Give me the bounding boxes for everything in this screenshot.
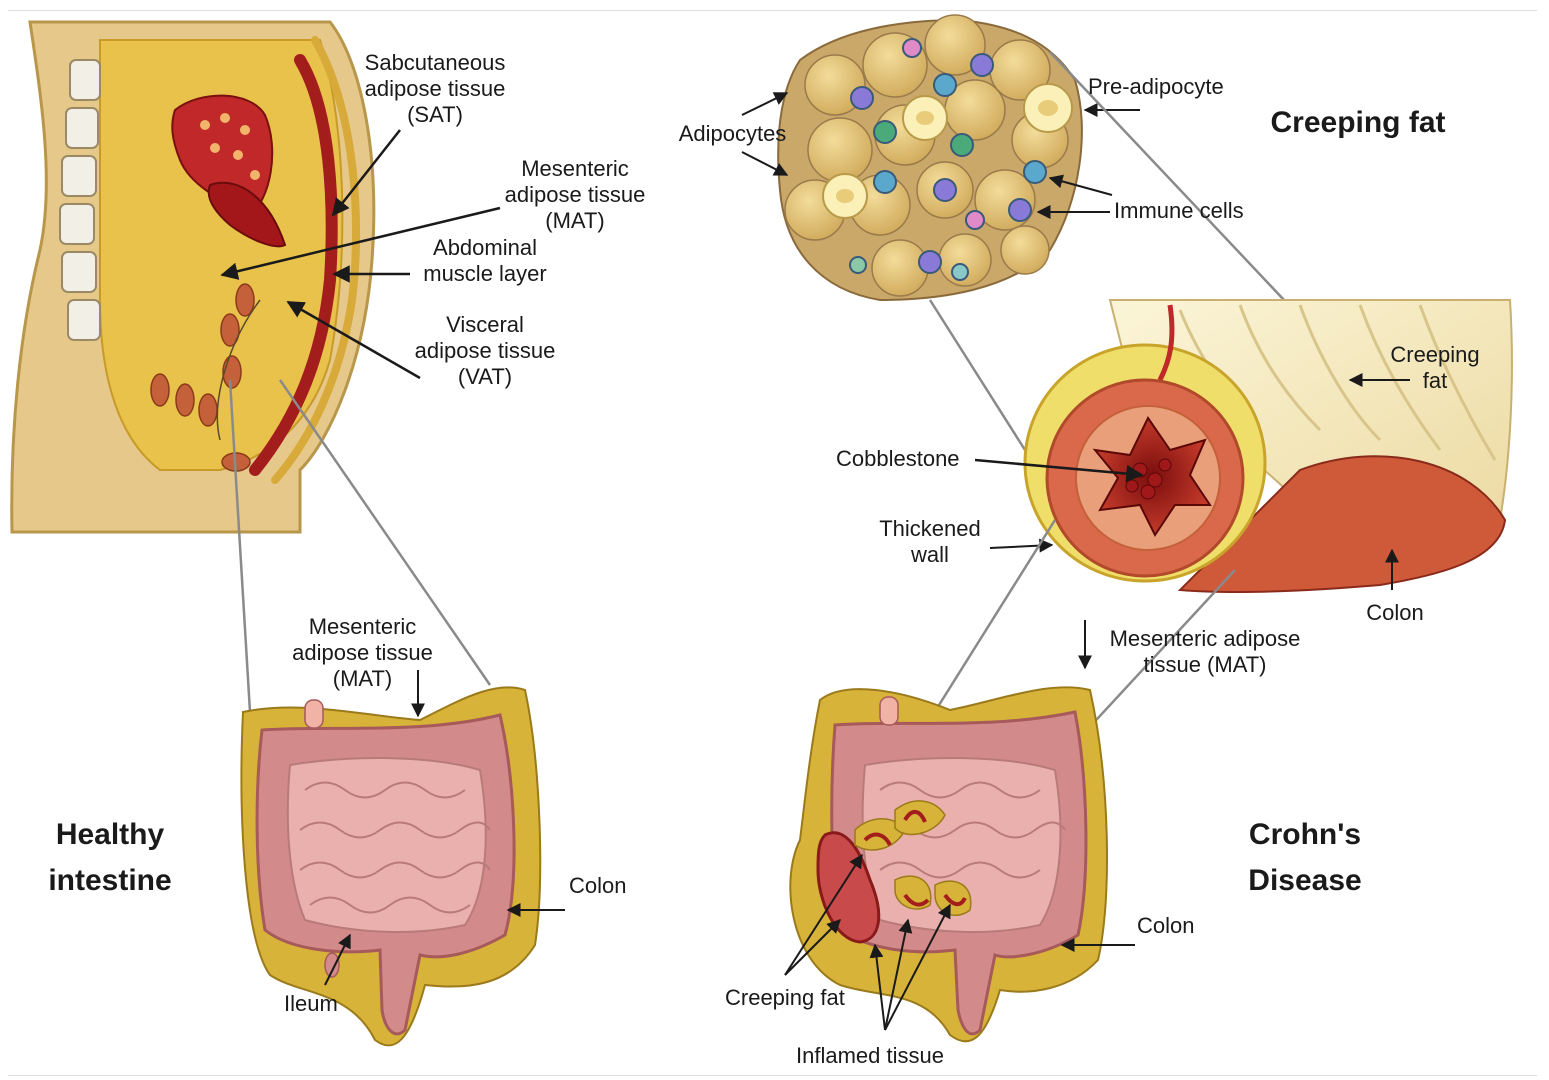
arrow-sat [331,129,401,217]
arrow-thickened-wall [989,538,1054,553]
esophagus-stub [304,699,324,729]
subcutaneous-fat-layer [271,36,361,484]
pre-adipocytes [822,83,1073,219]
zoom-line [278,379,492,686]
label-ileum: Ileum [284,991,338,1016]
top-border [8,10,1537,11]
colon-cross-section [1023,299,1513,594]
appendix [324,952,340,978]
spine-vertebrae [59,59,101,341]
label-inflamed-tissue: Inflamed tissue [796,1043,944,1068]
label-colon-healthy: Colon [569,873,627,898]
title-crohns-disease: Crohn's Disease [1248,818,1362,897]
label-sat: Sabcutaneous adipose tissue (SAT) [364,50,506,127]
arrow-inflamed-3 [884,903,951,1031]
label-thickened-wall: Thickened wall [879,516,981,567]
arrow-creeping-fat-2 [784,919,841,976]
label-immune-cells: Immune cells [1114,198,1244,223]
arrow-inflamed-1 [869,943,886,1031]
healthy-intestine-illustration [240,686,542,1047]
visceral-fat-region [99,39,344,471]
label-muscle: Abdominal muscle layer [423,235,547,286]
label-mat-top: Mesenteric adipose tissue (MAT) [504,156,646,233]
torso-section-illustration [10,20,376,534]
stomach [207,181,287,248]
preadipocyte-nuclei [836,100,1058,203]
bottom-border [8,1075,1537,1076]
title-healthy-intestine: Healthy intestine [48,818,172,897]
arrow-vat [286,300,421,380]
small-intestine-folds [299,781,491,914]
liver-spots [200,113,260,180]
arrow-creeping-fat-1 [784,853,863,976]
immune-cells [849,38,1047,281]
intestine-loops [150,283,255,472]
arrow-ileum [324,933,351,986]
small-intestine-healthy [286,757,487,933]
label-pre-adipocyte: Pre-adipocyte [1088,74,1224,99]
label-creeping-fat-bottom: Creeping fat [725,985,845,1010]
label-creeping-fat-colon: Creeping fat [1390,342,1480,393]
inflamed-cecum [816,831,881,944]
label-colon-cross: Colon [1366,600,1424,625]
arrow-adipocyte-1 [741,92,789,116]
arrow-cobblestone [974,458,1144,483]
esophagus-stub [879,696,899,726]
inflamed-segments [863,810,967,907]
label-colon-crohns: Colon [1137,913,1195,938]
zoom-line [928,299,1027,451]
mesentery-line [216,299,261,441]
colon-wall-outer [1177,455,1507,594]
label-mat-crohns: Mesenteric adipose tissue (MAT) [1109,626,1301,677]
label-mat-healthy: Mesenteric adipose tissue (MAT) [292,614,433,691]
zoom-line [228,379,252,713]
label-vat: Visceral adipose tissue (VAT) [414,312,556,389]
arrow-immune-1 [1048,174,1113,196]
adipocyte-cluster [777,14,1083,302]
arrow-inflamed-2 [884,918,913,1031]
arrow-adipocyte-2 [741,151,789,176]
abdominal-muscle-layer [249,54,338,476]
title-creeping-fat: Creeping fat [1270,106,1446,139]
label-adipocytes: Adipocytes [678,121,787,146]
mesentery-vessel [1157,304,1175,382]
arrow-mat-top [220,206,501,280]
label-cobblestone: Cobblestone [836,446,960,471]
